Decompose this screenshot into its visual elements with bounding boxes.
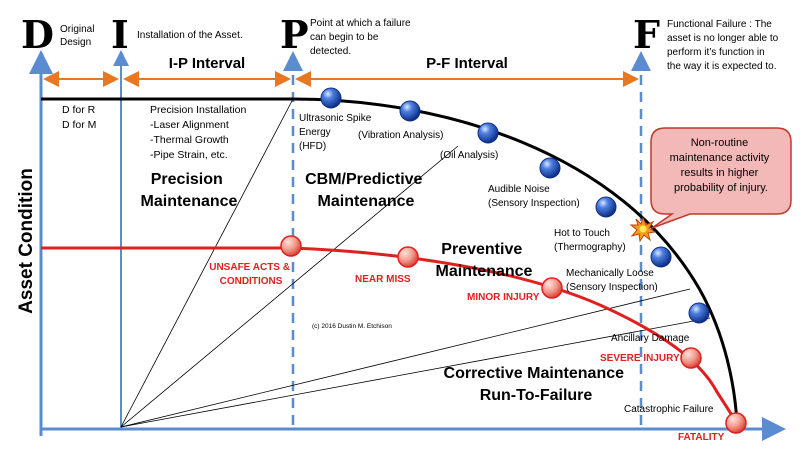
milestone-f-description: Functional Failure : The asset is no lon… [667,19,781,72]
milestone-letter-f: F [633,12,660,57]
detection-label-ancillary: Ancillary Damage [611,333,690,344]
pf-curve [41,97,739,425]
safety-point-minor-injury [541,277,563,299]
milestone-letter-i: I [111,12,129,57]
detection-point-vibration [399,100,421,122]
milestone-d-description: Original Design [60,24,97,48]
safety-point-severe-injury [680,347,702,369]
milestone-i-description: Installation of the Asset. [137,30,243,41]
zone-corrective: Corrective Maintenance Run-To-Failure [444,365,629,404]
detection-label-ultrasonic: Ultrasonic Spike Energy (HFD) [299,113,374,152]
fan-lines [120,98,711,428]
safety-label-unsafe-acts: UNSAFE ACTS & CONDITIONS [209,262,293,287]
detection-markers [320,87,710,324]
detection-label-catastrophic: Catastrophic Failure [624,404,714,415]
detection-point-thermography [595,196,617,218]
milestone-letter-p: P [280,12,309,57]
safety-point-fatality [725,412,747,434]
copyright-text: (c) 2016 Dustin M. Etchison [312,323,392,330]
safety-label-minor-injury: MINOR INJURY [467,292,540,303]
detection-label-vibration: (Vibration Analysis) [358,130,443,141]
detection-label-audible: Audible Noise (Sensory Inspection) [488,184,580,209]
detection-label-hot: Hot to Touch (Thermography) [554,228,626,253]
safety-label-fatality: FATALITY [678,432,725,443]
callout-bubble [650,127,792,229]
detection-point-oil [477,122,499,144]
detection-point-ancillary [688,302,710,324]
zone-cbm-predictive: CBM/Predictive Maintenance [305,171,427,210]
precision-installation-list: Precision Installation -Laser Alignment … [150,104,249,161]
d-for-r-m-text: D for R D for M [62,104,98,131]
detection-point-audible [539,157,561,179]
safety-point-unsafe-acts [280,235,302,257]
detection-label-oil: (Oil Analysis) [440,150,498,161]
safety-point-near-miss [397,246,419,268]
burst-icon [629,216,657,243]
zone-precision-maintenance: Precision Maintenance [141,171,238,210]
detection-point-mechanical [650,246,672,268]
safety-label-severe-injury: SEVERE INJURY [600,353,680,364]
detection-point-ultrasonic [320,87,342,109]
zone-preventive: Preventive Maintenance [436,241,533,280]
detection-label-mechanically-loose: Mechanically Loose (Sensory Inspection) [566,268,658,293]
safety-curve [41,246,739,425]
ip-interval-label: I-P Interval [169,55,245,72]
pf-interval-label: P-F Interval [426,55,508,72]
y-axis-label: Asset Condition [16,168,37,314]
callout-text: Non-routine maintenance activity results… [670,137,773,194]
milestone-letter-d: D [21,12,54,57]
safety-markers [280,235,747,434]
milestone-p-description: Point at which a failure can begin to be… [310,18,413,57]
safety-label-near-miss: NEAR MISS [355,274,411,285]
